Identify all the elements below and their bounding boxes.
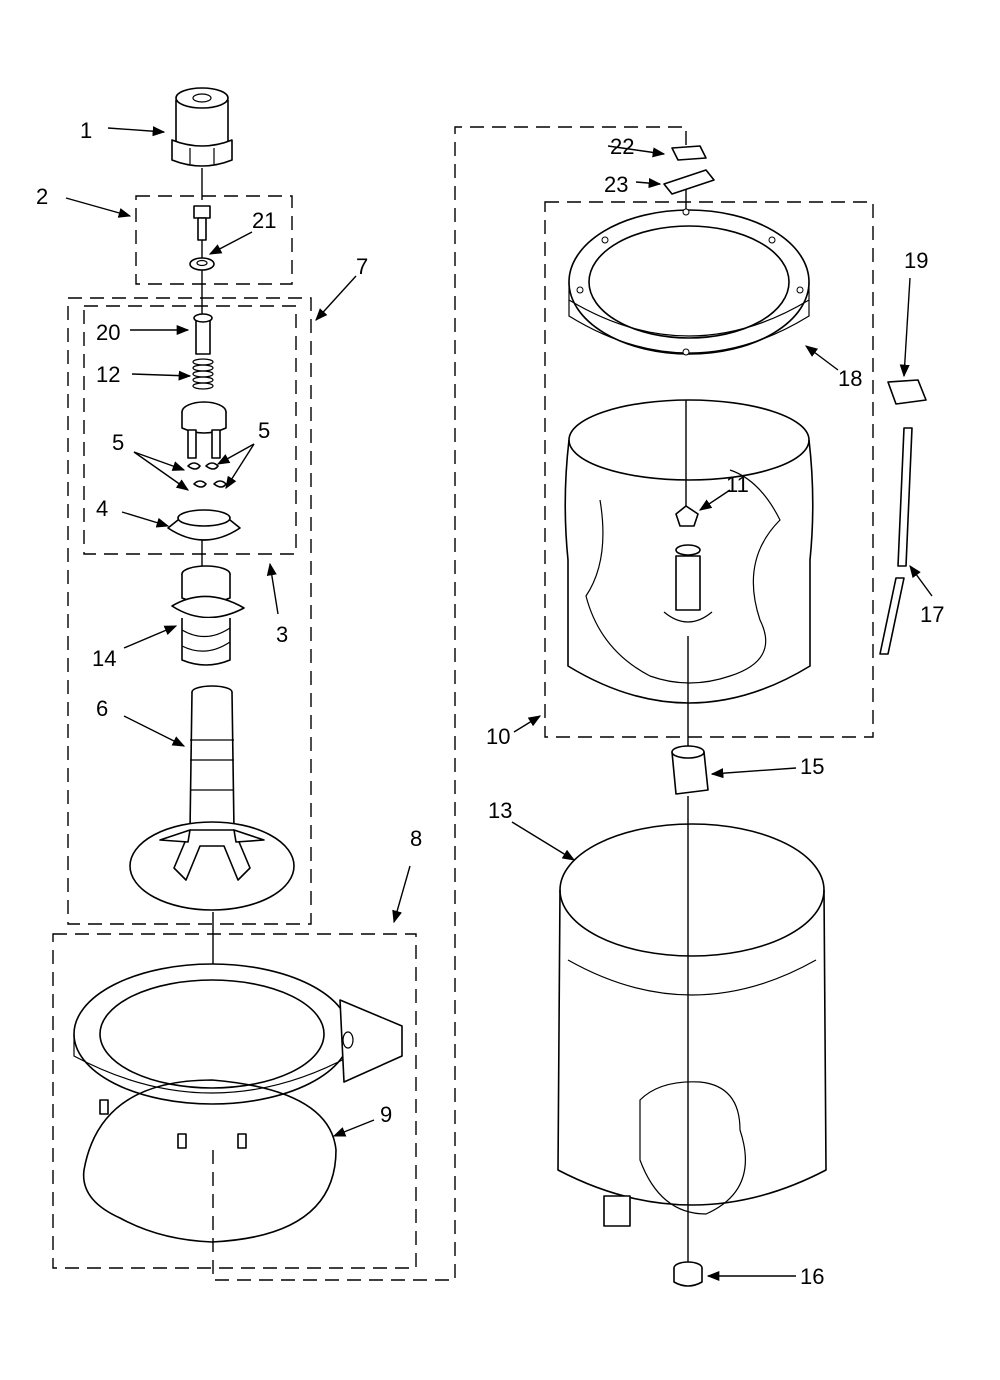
part-14-auger	[171, 565, 245, 666]
part-2-bolt	[193, 205, 211, 241]
assembly-box-8	[52, 933, 417, 1269]
assembly-box-2	[135, 195, 293, 285]
label-3: 3	[276, 622, 288, 647]
label-18: 18	[838, 366, 862, 391]
label-21: 21	[252, 208, 276, 233]
leader-arrows	[65, 126, 933, 1282]
label-2: 2	[36, 184, 48, 209]
label-11: 11	[726, 472, 749, 497]
part-1-cap	[171, 87, 233, 167]
label-14: 14	[92, 646, 116, 671]
label-22: 22	[610, 134, 634, 159]
connection-line	[212, 126, 687, 1281]
label-13: 13	[488, 798, 512, 823]
assembly-box-3	[83, 305, 297, 555]
part-8-tub-ring	[73, 963, 403, 1149]
part-21-washer	[189, 257, 215, 271]
label-7: 7	[356, 254, 368, 279]
ratchet-body	[181, 401, 227, 459]
part-17-hose	[879, 427, 913, 655]
part-5-dogs	[187, 462, 227, 488]
label-16: 16	[800, 1264, 824, 1289]
part-10-basket	[564, 399, 814, 704]
label-17: 17	[920, 602, 944, 627]
part-20-plug	[193, 313, 213, 355]
label-6: 6	[96, 696, 108, 721]
label-12: 12	[96, 362, 120, 387]
label-10: 10	[486, 724, 510, 749]
label-23: 23	[604, 172, 628, 197]
label-5-right: 5	[258, 418, 270, 443]
label-15: 15	[800, 754, 824, 779]
label-20: 20	[96, 320, 120, 345]
part-13-outer-tub	[557, 823, 827, 1227]
label-9: 9	[380, 1102, 392, 1127]
part-16-grommet	[673, 1261, 703, 1287]
part-4-cam	[167, 509, 241, 541]
part-22-clip	[671, 145, 707, 161]
part-19-clip	[887, 379, 927, 405]
label-19: 19	[904, 248, 928, 273]
part-6-agitator-base	[129, 685, 295, 911]
label-5-left: 5	[112, 430, 124, 455]
part-12-spring	[192, 358, 214, 390]
part-9-ring	[82, 1079, 337, 1243]
assembly-box-10	[544, 201, 874, 738]
label-8: 8	[410, 826, 422, 851]
assembly-box-7	[67, 297, 312, 925]
label-1: 1	[80, 118, 92, 143]
part-23-bracket	[663, 169, 715, 195]
part-15-bearing	[671, 745, 709, 795]
part-18-balance-ring	[568, 208, 810, 356]
label-4: 4	[96, 496, 108, 521]
part-11-nut	[675, 505, 699, 527]
